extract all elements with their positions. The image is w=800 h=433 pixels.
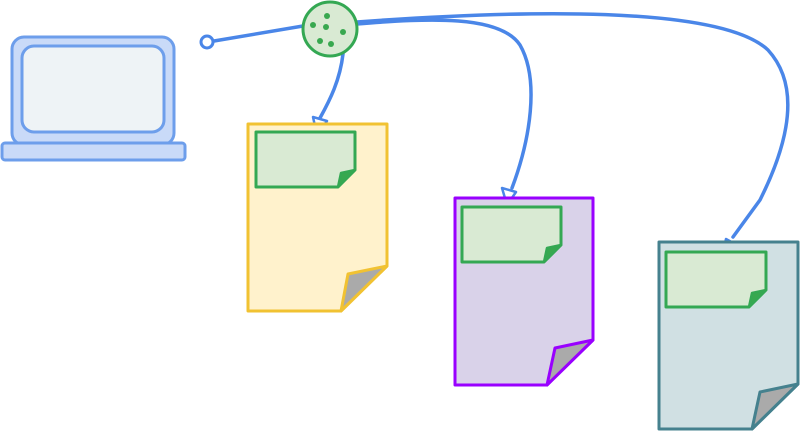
sticky-note-fold [747,288,768,309]
cookie-body [301,0,359,58]
laptop-base [0,141,187,162]
laptop-icon [0,35,187,162]
cookie-icon [301,0,359,58]
document-icon [657,240,800,431]
document-icon [246,122,389,313]
cookie-chip [324,13,330,19]
connector-laptop-to-cookie [199,24,305,50]
connector-line [355,11,790,239]
connector-line [212,24,305,43]
cookie-chip [328,41,334,47]
connector-line [355,18,533,190]
sticky-note-icon [664,250,768,309]
sticky-note-icon [254,130,357,189]
document-icon [453,196,595,387]
cookie-chip [323,24,329,30]
sticky-note-icon [460,205,563,264]
document-fold [339,264,389,313]
document-fold [750,382,800,431]
connector-start-dot [199,34,215,50]
sticky-note-fold [542,243,563,264]
cookie-chip [310,22,316,28]
cookie-chip [317,38,323,44]
document-fold [545,338,595,387]
laptop-screen [20,44,166,134]
cookie-chip [340,29,346,35]
sticky-note-fold [336,168,357,189]
connector-line [318,52,345,120]
